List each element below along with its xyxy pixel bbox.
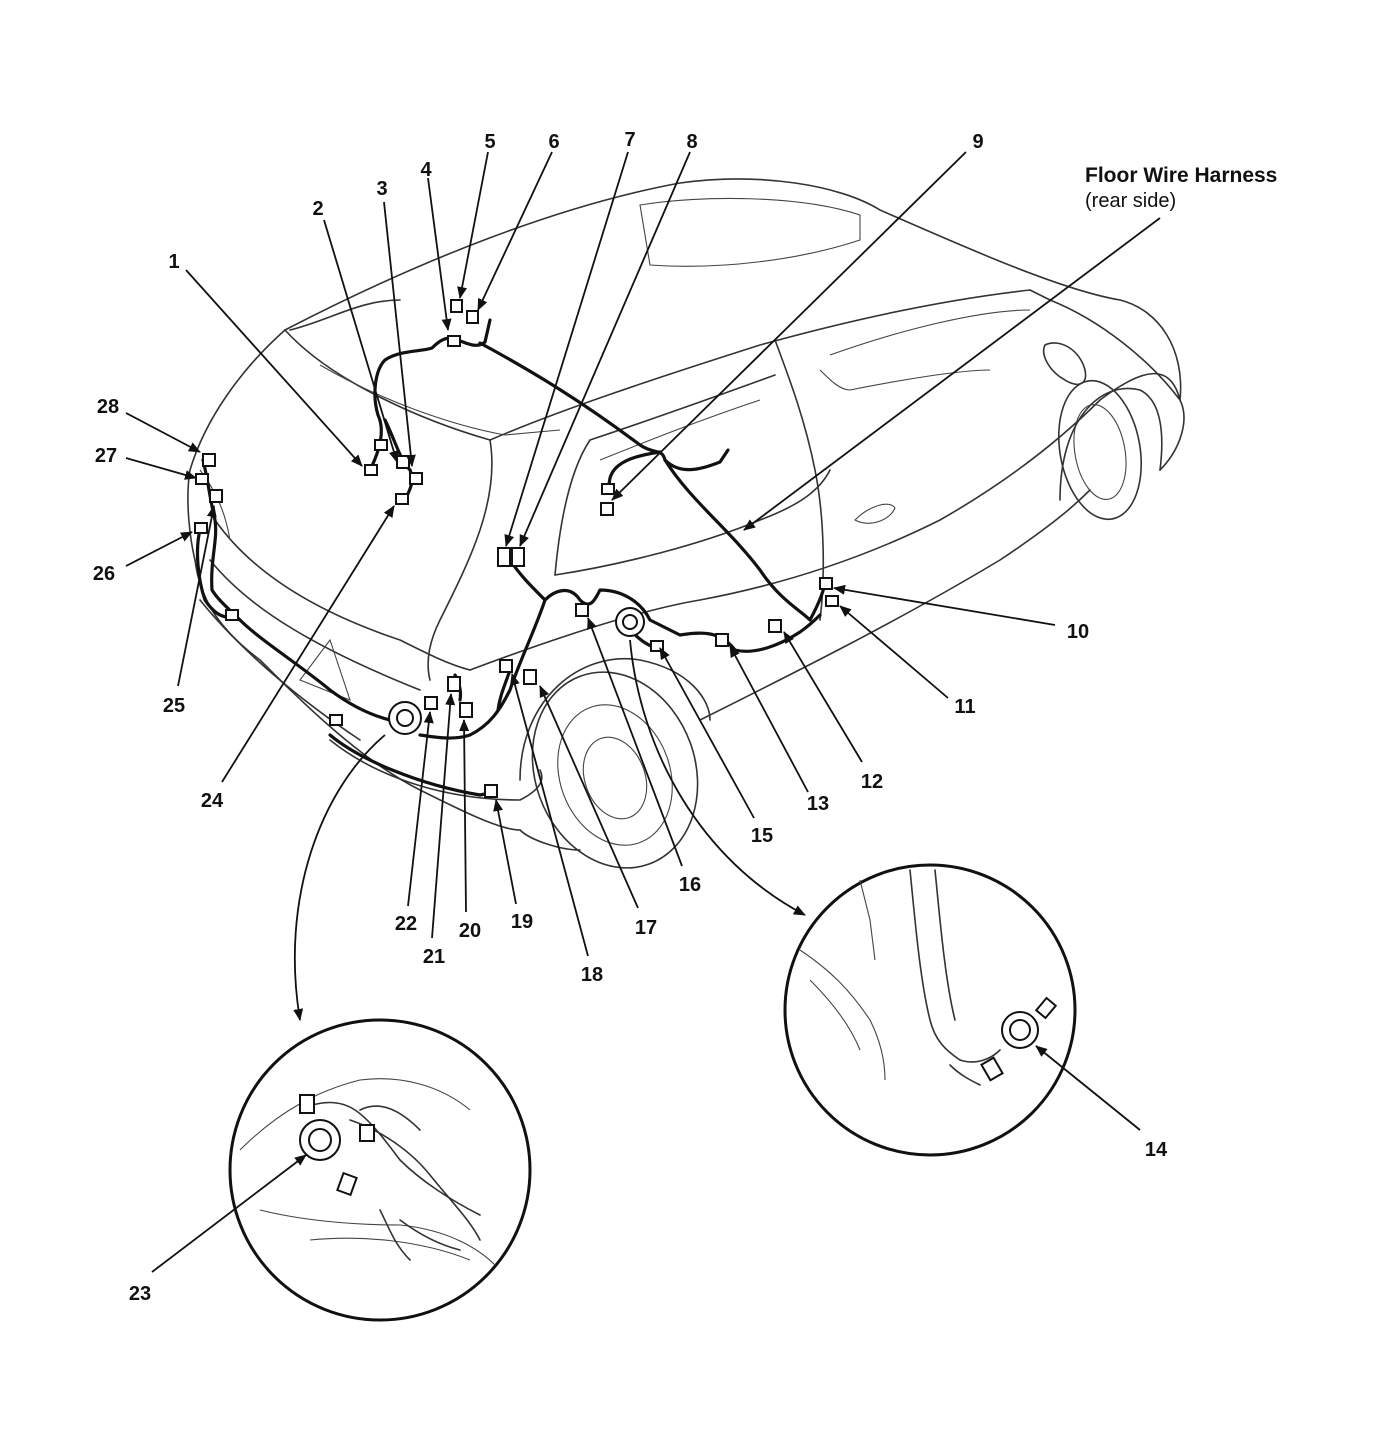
callout-11: 11 [954, 696, 975, 718]
callout-23: 23 [129, 1283, 151, 1305]
callout-17: 17 [635, 917, 657, 939]
callout-15: 15 [751, 825, 773, 847]
detail-view-ground-14 [783, 863, 1077, 1157]
callout-labels: 1 2 3 4 5 6 7 8 9 10 11 12 13 14 15 16 1… [93, 129, 1168, 1305]
callout-14: 14 [1145, 1139, 1168, 1161]
callout-4: 4 [420, 159, 432, 181]
callout-8: 8 [686, 131, 697, 153]
callout-21: 21 [423, 946, 445, 968]
callout-13: 13 [807, 793, 829, 815]
callout-24: 24 [201, 790, 224, 812]
car-body-outline [187, 178, 1185, 869]
callout-10: 10 [1067, 621, 1089, 643]
callout-28: 28 [97, 396, 119, 418]
wire-harness [195, 318, 827, 797]
callout-leaders [125, 151, 1161, 1273]
callout-7: 7 [624, 129, 635, 151]
callout-27: 27 [95, 445, 117, 467]
diagram-subtitle: (rear side) [1085, 190, 1176, 212]
callout-3: 3 [376, 178, 387, 200]
detail-view-ground-23 [228, 1018, 532, 1322]
callout-25: 25 [163, 695, 185, 717]
detail-pointer-23 [293, 734, 386, 1021]
callout-9: 9 [972, 131, 983, 153]
callout-12: 12 [861, 771, 883, 793]
callout-22: 22 [395, 913, 417, 935]
callout-5: 5 [484, 131, 495, 153]
callout-16: 16 [679, 874, 701, 896]
callout-26: 26 [93, 563, 115, 585]
detail-pointer-14 [629, 639, 806, 916]
callout-2: 2 [312, 198, 323, 220]
diagram-title: Floor Wire Harness [1085, 164, 1277, 187]
callout-1: 1 [168, 251, 179, 273]
callout-19: 19 [511, 911, 533, 933]
harness-connectors [194, 299, 839, 798]
callout-20: 20 [459, 920, 481, 942]
callout-6: 6 [548, 131, 559, 153]
callout-18: 18 [581, 964, 603, 986]
